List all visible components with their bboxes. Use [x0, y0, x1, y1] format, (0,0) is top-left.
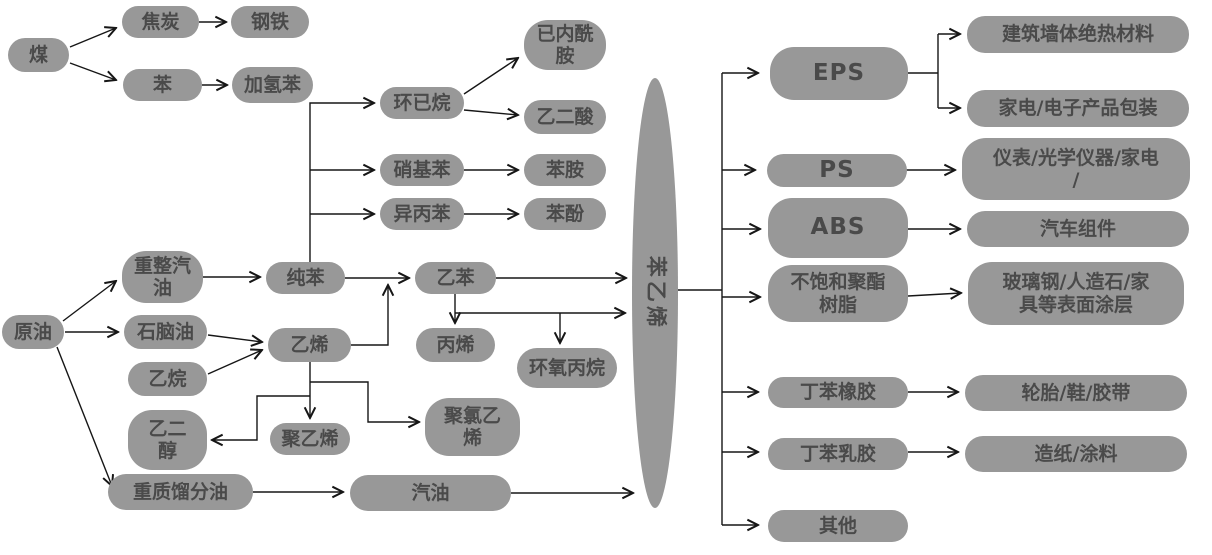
node-upr-use: 玻璃钢/人造石/家 具等表面涂层	[968, 262, 1184, 325]
edge-cyclohexane-adipic	[463, 110, 518, 115]
node-naphtha: 石脑油	[124, 315, 207, 349]
node-caprolactam: 已内酰 胺	[524, 20, 606, 70]
edge-ethane-ethylene	[207, 350, 262, 375]
edge-ethylene-pvc	[310, 381, 419, 422]
node-sbr: 丁苯橡胶	[768, 377, 908, 408]
node-eps-use-2: 家电/电子产品包装	[967, 90, 1189, 127]
node-propylene: 丙烯	[416, 328, 495, 362]
node-eps: EPS	[770, 47, 908, 100]
edge-eps-fanout	[908, 34, 939, 108]
edge-naphtha-ethylene	[207, 334, 262, 342]
node-ethylbenzene: 乙苯	[415, 262, 496, 294]
node-sb-latex: 丁苯乳胶	[768, 438, 908, 470]
node-steel: 钢铁	[231, 6, 309, 38]
edge-crude-reformed-gasoline	[62, 281, 116, 322]
edge-ethylene-ethylbenzene-junction	[351, 285, 388, 346]
styrene-vertical-label: 苯乙烯	[643, 255, 668, 331]
node-nitrobenzene: 硝基苯	[380, 154, 464, 186]
node-other: 其他	[768, 510, 908, 542]
node-ethylene-glycol: 乙二 醇	[128, 410, 207, 470]
node-abs-use: 汽车组件	[967, 211, 1189, 247]
node-gasoline: 汽油	[350, 475, 511, 511]
edge-ethylene-glycol	[212, 395, 310, 440]
node-ps-use: 仪表/光学仪器/家电 /	[962, 138, 1190, 200]
node-polyethylene: 聚乙烯	[270, 423, 350, 455]
edge-coal-coke	[69, 28, 116, 48]
node-sbr-use: 轮胎/鞋/胶带	[965, 375, 1187, 411]
node-sb-latex-use: 造纸/涂料	[965, 436, 1187, 472]
edge-coal-benzene	[69, 62, 116, 80]
node-propylene-oxide: 环氧丙烷	[517, 348, 617, 388]
node-coke: 焦炭	[122, 6, 199, 38]
node-eps-use-1: 建筑墙体绝热材料	[967, 16, 1189, 53]
node-pure-benzene: 纯苯	[266, 262, 345, 294]
node-hydrogenated-benzene: 加氢苯	[232, 67, 313, 103]
node-heavy-distillate: 重质馏分油	[108, 474, 253, 510]
node-adipic-acid: 乙二酸	[524, 100, 606, 134]
node-cyclohexane: 环已烷	[380, 87, 464, 119]
node-reformed-gasoline: 重整汽 油	[122, 251, 203, 303]
node-cumene: 异丙苯	[380, 198, 464, 230]
node-aniline: 苯胺	[524, 154, 606, 186]
node-ps: PS	[767, 154, 907, 187]
node-crude-oil: 原油	[2, 315, 64, 349]
node-styrene: 苯乙烯	[632, 78, 678, 508]
edge-upr-use	[907, 293, 961, 296]
node-pvc: 聚氯乙 烯	[425, 398, 520, 456]
edge-purebenzene-cyclohexane	[309, 103, 374, 262]
edge-cyclohexane-caprolactam	[463, 58, 518, 95]
edge-crude-heavy-distillate	[56, 346, 112, 486]
node-ethylene: 乙烯	[268, 328, 351, 362]
node-ethane: 乙烷	[128, 362, 207, 396]
node-benzene-coal: 苯	[123, 69, 202, 101]
node-abs: ABS	[768, 198, 908, 258]
node-coal: 煤	[8, 38, 69, 72]
node-upr: 不饱和聚酯 树脂	[768, 265, 908, 322]
node-phenol: 苯酚	[524, 198, 606, 230]
